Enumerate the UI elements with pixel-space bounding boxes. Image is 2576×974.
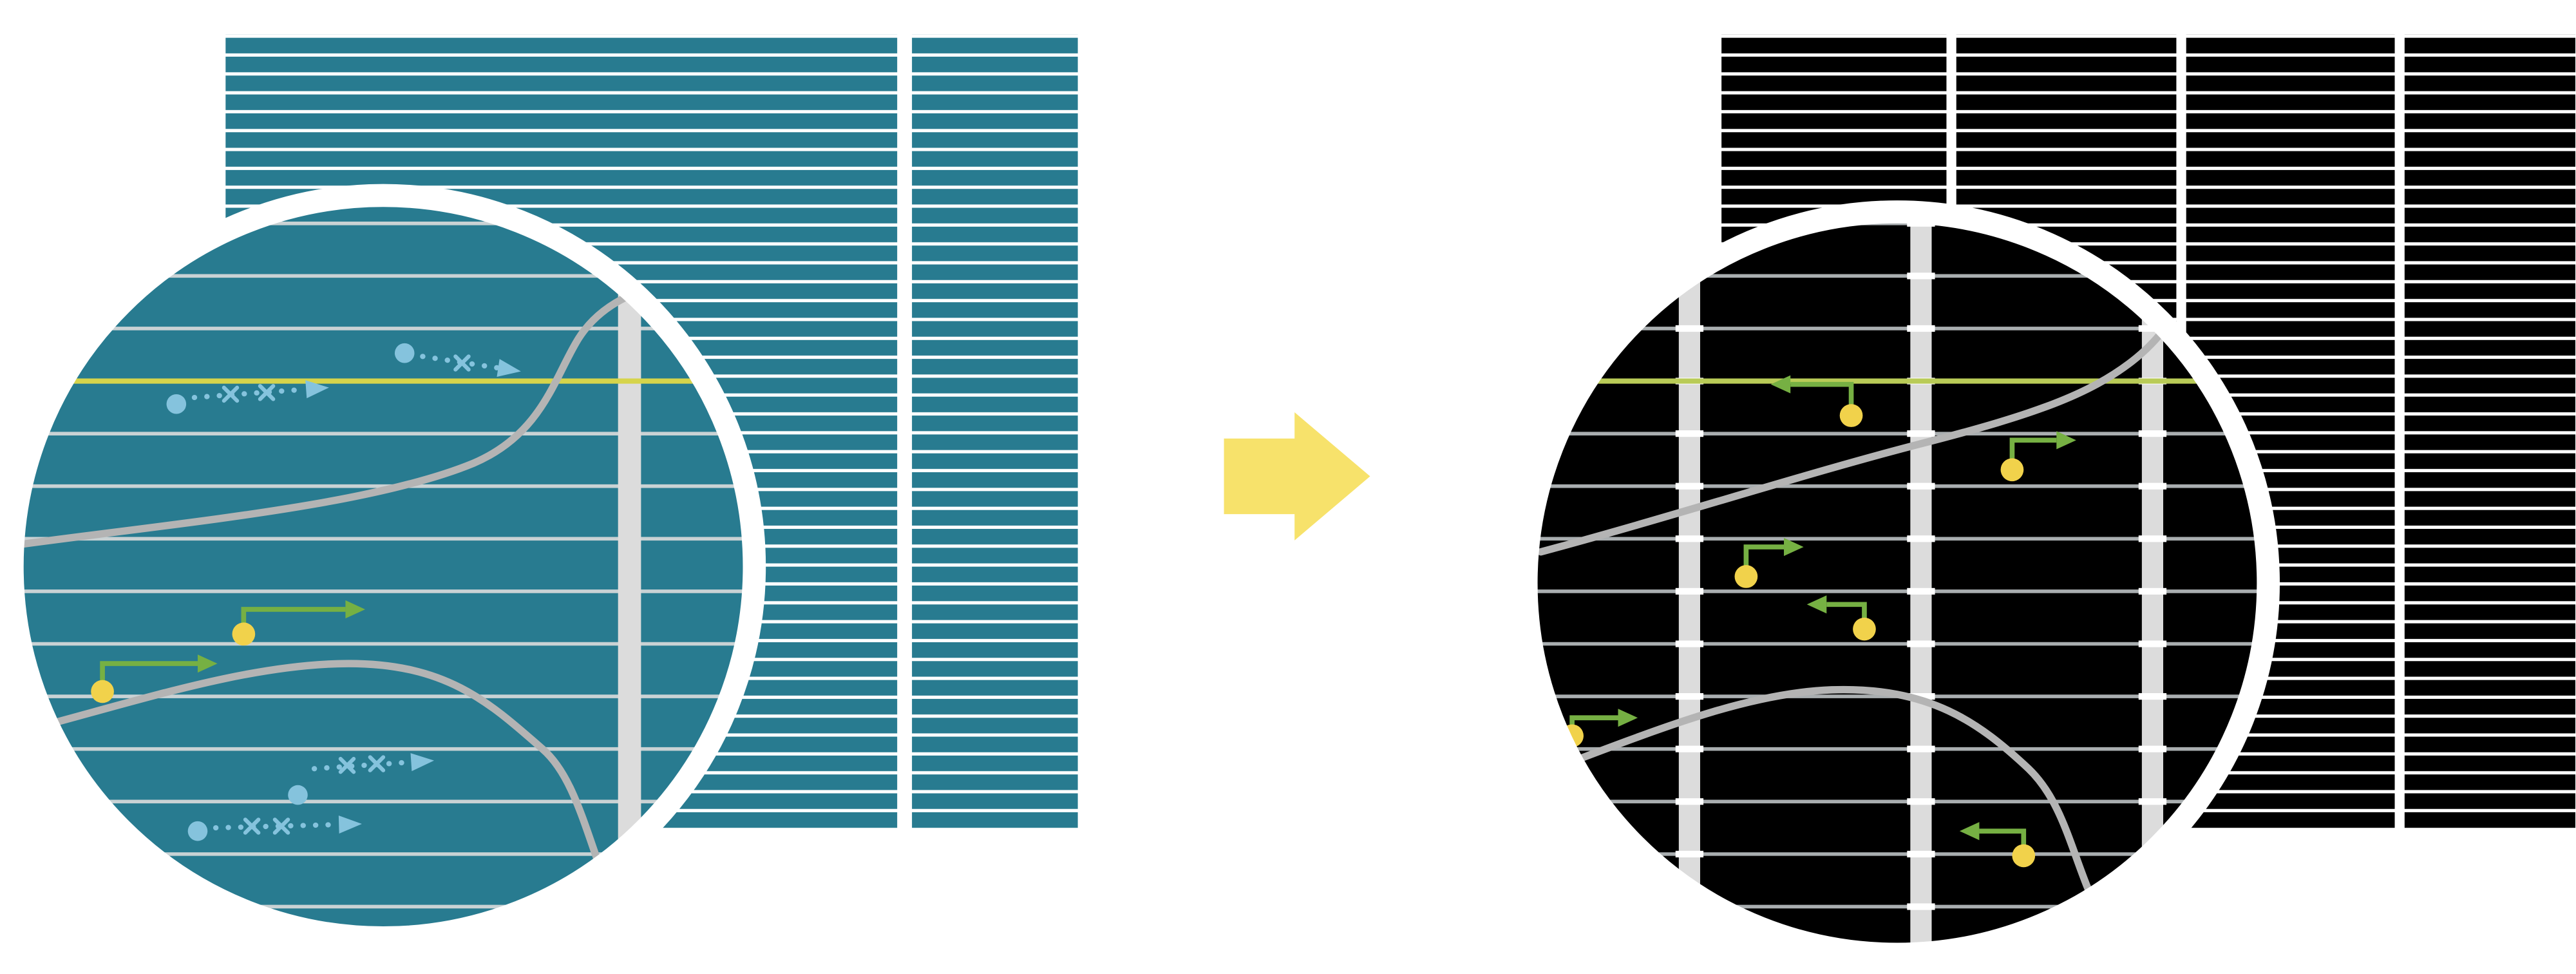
transition-arrow-icon xyxy=(1224,412,1370,540)
right-cell-segment-4 xyxy=(2404,34,2576,830)
hole-arrowhead-icon xyxy=(1806,595,1827,614)
hole-drift-path xyxy=(2009,437,2057,462)
busbar-finger-tick xyxy=(1675,850,1704,857)
electron-dot xyxy=(288,785,308,805)
busbar xyxy=(618,205,641,928)
electron-dot xyxy=(394,343,415,363)
busbar-finger-tick xyxy=(1907,272,1935,280)
busbar-finger-tick xyxy=(1675,482,1704,490)
electron-dotted-path xyxy=(311,759,414,772)
busbar xyxy=(1910,222,1932,945)
busbar-finger-tick xyxy=(2138,430,2167,437)
grain-boundary-line xyxy=(22,660,622,917)
hole-arrowhead-icon xyxy=(345,600,366,618)
busbar-finger-tick xyxy=(2138,798,2167,805)
recombination-x-icon xyxy=(453,354,471,372)
busbar-finger-tick xyxy=(1675,587,1704,595)
hole-dot xyxy=(2000,458,2024,482)
grain-boundary-line xyxy=(22,272,714,549)
hole-dot xyxy=(232,622,256,646)
hole-drift-path xyxy=(1790,381,1854,408)
hole-drift-path xyxy=(100,661,198,683)
busbar-finger-tick xyxy=(1675,745,1704,752)
electron-arrowhead-icon xyxy=(338,815,362,834)
busbar-finger-tick xyxy=(1907,850,1935,857)
hole-arrowhead-icon xyxy=(1959,822,1980,841)
hole-arrowhead-icon xyxy=(1618,709,1638,727)
left-magnifier-content xyxy=(22,205,745,928)
busbar-finger-tick xyxy=(1907,482,1935,490)
electron-dot xyxy=(166,394,187,414)
busbar-finger-tick xyxy=(2138,587,2167,595)
right-magnifier-ring xyxy=(1514,200,2280,966)
busbar-finger-tick xyxy=(1675,430,1704,437)
left-inset-carriers xyxy=(91,343,521,841)
left-magnifier xyxy=(0,184,766,950)
busbar-finger-tick xyxy=(1675,325,1704,332)
busbar-finger-tick xyxy=(2138,535,2167,542)
electron-dotted-path xyxy=(213,821,342,831)
left-cell-edge-segment xyxy=(912,34,1078,830)
hole-dot xyxy=(2012,844,2036,868)
busbar-finger-tick xyxy=(1907,798,1935,805)
busbar-finger-tick xyxy=(1907,222,1935,227)
right-magnifier-content xyxy=(1536,222,2259,945)
right-magnifier xyxy=(1514,200,2280,966)
right-inset-grain-boundaries xyxy=(1537,282,2193,917)
hole-arrowhead-icon xyxy=(2056,431,2076,450)
busbar-finger-tick xyxy=(1675,222,1704,227)
recombination-x-icon xyxy=(222,385,240,403)
busbar-finger-tick xyxy=(1675,640,1704,647)
busbar-finger-tick xyxy=(2138,692,2167,700)
electron-arrowhead-icon xyxy=(410,753,435,772)
recombination-x-icon xyxy=(338,756,356,774)
hole-drift-path xyxy=(1979,828,2027,848)
busbar-finger-tick xyxy=(1907,903,1935,910)
right-inset-background xyxy=(1536,222,2259,945)
left-inset-grid xyxy=(22,205,745,928)
busbar-finger-tick xyxy=(2138,903,2167,910)
hole-arrowhead-icon xyxy=(1770,375,1791,394)
electron-arrowhead-icon xyxy=(497,359,521,377)
busbar-finger-tick xyxy=(1907,430,1935,437)
busbar-finger-tick xyxy=(1907,745,1935,752)
electron-arrowhead-icon xyxy=(305,380,329,399)
hole-drift-path xyxy=(1743,544,1785,569)
busbar-finger-tick xyxy=(1675,798,1704,805)
busbar-finger-tick xyxy=(2138,745,2167,752)
hole-arrowhead-icon xyxy=(1784,538,1804,557)
busbar-finger-tick xyxy=(1907,587,1935,595)
busbar-finger-tick xyxy=(2138,482,2167,490)
hole-dot xyxy=(91,680,114,703)
left-magnifier-ring xyxy=(0,184,766,950)
recombination-x-icon xyxy=(368,755,386,772)
left-inset-grain-boundaries xyxy=(22,272,714,917)
hole-drift-path xyxy=(241,607,346,626)
busbar-finger-tick xyxy=(1907,640,1935,647)
hole-dot xyxy=(1853,617,1876,641)
recombination-x-icon xyxy=(258,384,276,401)
busbar-finger-tick xyxy=(1907,692,1935,700)
hole-dot xyxy=(1839,404,1863,427)
grain-boundary-line xyxy=(1540,685,2103,917)
busbar-finger-tick xyxy=(1675,692,1704,700)
busbar-finger-tick xyxy=(1675,535,1704,542)
busbar xyxy=(1678,222,1700,945)
busbar-finger-tick xyxy=(2138,640,2167,647)
busbar-finger-tick xyxy=(1907,535,1935,542)
busbar-finger-tick xyxy=(1907,325,1935,332)
electron-dot xyxy=(187,821,208,841)
recombination-x-icon xyxy=(272,817,290,835)
hole-drift-path xyxy=(1826,602,1867,621)
hole-arrowhead-icon xyxy=(197,654,218,673)
grain-boundary-line xyxy=(1537,282,2193,556)
hole-dot xyxy=(1734,565,1758,588)
recombination-x-icon xyxy=(243,817,261,835)
